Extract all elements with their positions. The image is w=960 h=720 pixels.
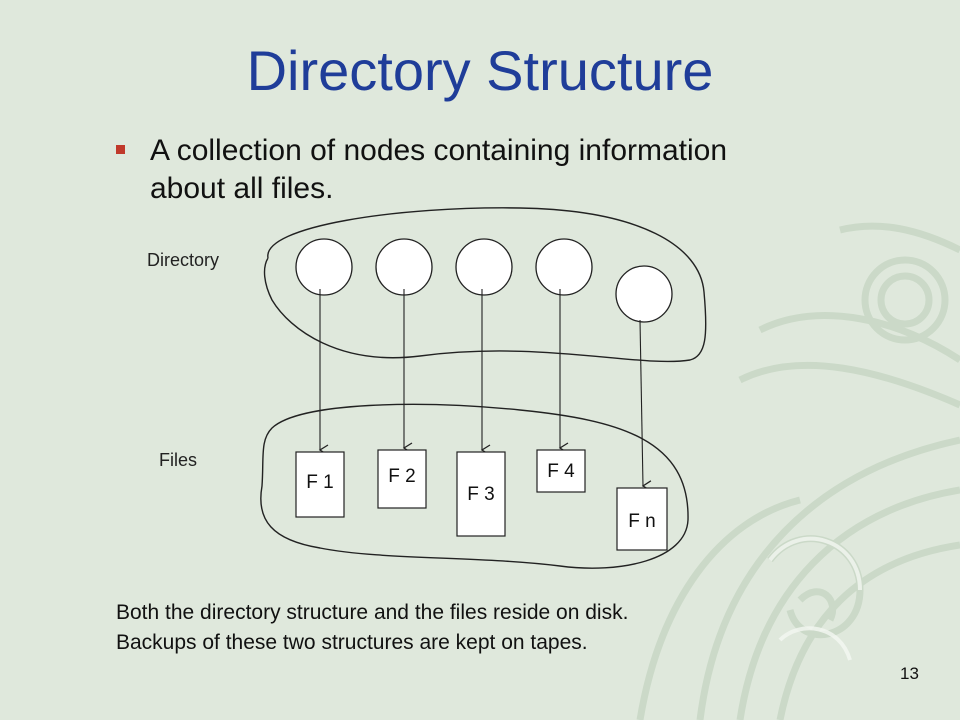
files-label: Files (159, 450, 197, 470)
directory-node-5 (615, 265, 673, 323)
directory-node-2 (375, 238, 433, 296)
bullet-text: A collection of nodes containing informa… (150, 134, 728, 205)
file-box-n (616, 487, 668, 551)
directory-boundary (263, 207, 707, 363)
file-box-4 (536, 449, 586, 493)
file-label-1: F 1 (306, 472, 333, 493)
page-number: 13 (900, 664, 919, 683)
file-label-3: F 3 (467, 484, 494, 505)
file-label-2: F 2 (388, 466, 415, 487)
footer-line-2: Backups of these two structures are kept… (116, 631, 588, 654)
file-box-3 (456, 451, 506, 537)
files-boundary (260, 403, 689, 569)
directory-label: Directory (147, 250, 219, 270)
directory-node-1 (295, 238, 353, 296)
footer-notes: Both the directory structure and the fil… (116, 598, 816, 658)
file-label-4: F 4 (547, 461, 575, 482)
bullet-square-icon (116, 145, 125, 154)
file-label-n: F n (628, 511, 655, 532)
slide-title: Directory Structure (246, 39, 714, 102)
arrow-to-file-n (639, 319, 652, 492)
directory-node-3 (455, 238, 513, 296)
file-box-1 (295, 451, 345, 518)
directory-node-4 (535, 238, 593, 296)
file-box-2 (377, 449, 427, 509)
footer-line-1: Both the directory structure and the fil… (116, 601, 629, 624)
